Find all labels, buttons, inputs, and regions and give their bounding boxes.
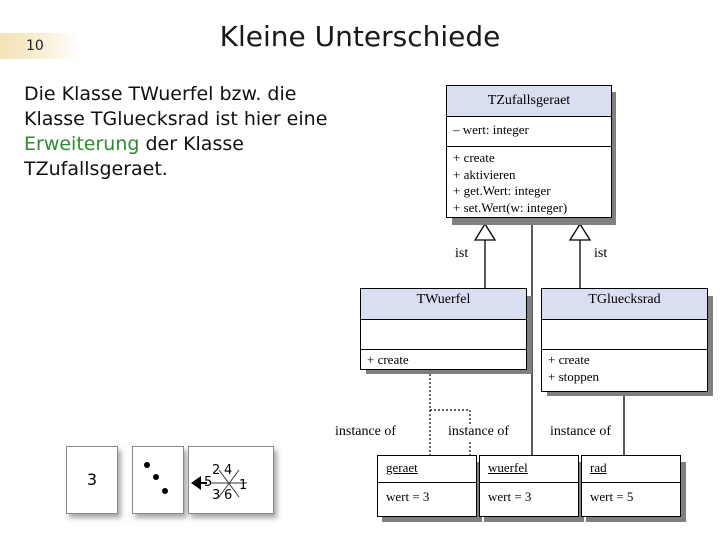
base-class-attribute: – wert: integer [453, 122, 605, 139]
wheel-pointer-icon [191, 476, 201, 490]
dice-pip [162, 488, 168, 494]
wheel-number: 2 [212, 463, 220, 478]
instance-of-label-1: instance of [333, 424, 398, 440]
dice-pip [144, 462, 150, 468]
inheritance-label-right: ist [594, 246, 607, 262]
twuerfel-class-name: TWuerfel [361, 289, 526, 320]
tgluecksrad-method: + stoppen [548, 369, 701, 386]
dice-face-icon [133, 447, 183, 513]
tgluecksrad-methods: + create + stoppen [542, 350, 707, 387]
object-wuerfel: wuerfel wert = 3 [479, 455, 579, 517]
inheritance-arrowhead-left [475, 224, 495, 240]
inheritance-arrowhead-right [570, 224, 590, 240]
object-name: rad [582, 456, 680, 483]
twuerfel-methods: + create [361, 350, 526, 371]
base-class-attributes: – wert: integer [447, 117, 611, 147]
twuerfel-method: + create [367, 352, 520, 369]
tgluecksrad-class-box: TGluecksrad + create + stoppen [541, 288, 708, 392]
value-box: 3 [66, 446, 118, 514]
tgluecksrad-class-name: TGluecksrad [542, 289, 707, 320]
tgluecksrad-method: + create [548, 352, 701, 369]
tgluecksrad-attributes [542, 320, 707, 350]
object-value: wert = 3 [378, 483, 476, 511]
base-class-box: TZufallsgeraet – wert: integer + create … [446, 85, 612, 218]
wheel-icon: 2 4 5 1 3 6 [189, 447, 273, 513]
base-class-name: TZufallsgeraet [447, 86, 611, 117]
object-rad: rad wert = 5 [581, 455, 681, 517]
wheel-number: 3 [212, 488, 220, 503]
wheel-number: 6 [224, 488, 232, 503]
base-class-method: + get.Wert: integer [453, 183, 605, 200]
object-name: wuerfel [480, 456, 578, 483]
base-class-method: + aktivieren [453, 167, 605, 184]
twuerfel-class-box: TWuerfel + create [360, 288, 527, 370]
inheritance-label-left: ist [455, 246, 468, 262]
wheel-box: 2 4 5 1 3 6 [188, 446, 274, 514]
base-class-method: + create [453, 150, 605, 167]
object-geraet: geraet wert = 3 [377, 455, 477, 517]
base-class-method: + set.Wert(w: integer) [453, 200, 605, 217]
twuerfel-attributes [361, 320, 526, 350]
instance-of-label-2: instance of [446, 424, 511, 440]
dice-box [132, 446, 184, 514]
object-value: wert = 3 [480, 483, 578, 511]
base-class-methods: + create + aktivieren + get.Wert: intege… [447, 147, 611, 218]
wheel-number: 1 [239, 478, 247, 493]
instance-of-label-3: instance of [548, 424, 613, 440]
dice-pip [153, 474, 159, 480]
object-value: wert = 5 [582, 483, 680, 511]
object-name: geraet [378, 456, 476, 483]
wheel-number: 4 [224, 463, 232, 478]
value-box-number: 3 [67, 447, 117, 513]
